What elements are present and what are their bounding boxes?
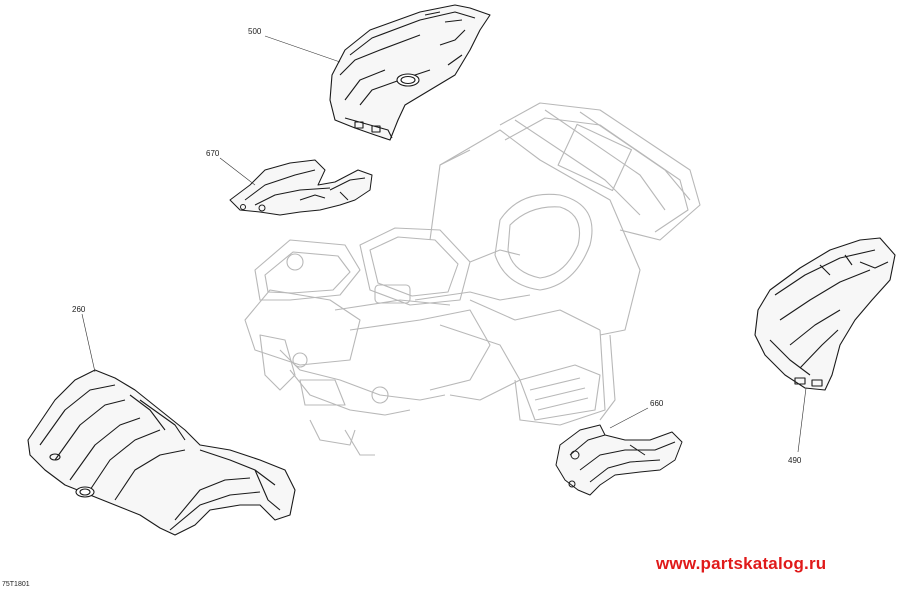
leader-500: [264, 35, 341, 63]
callout-670[interactable]: 670: [206, 149, 220, 158]
callout-490[interactable]: 490: [788, 456, 802, 465]
leader-260: [81, 313, 96, 373]
leader-670: [219, 157, 256, 186]
part-490-rear-right-fender[interactable]: [754, 237, 896, 391]
callout-260[interactable]: 260: [72, 305, 86, 314]
callout-500[interactable]: 500: [248, 27, 262, 36]
atv-frame-ghost: [244, 102, 701, 456]
part-260-front-fender[interactable]: [27, 369, 296, 536]
part-670-left-inner-panel[interactable]: [229, 159, 373, 216]
part-660-right-inner-panel[interactable]: [555, 424, 683, 496]
figure-code: 75T1801: [2, 581, 30, 588]
watermark-text: www.partskatalog.ru: [656, 554, 827, 573]
part-500-rear-left-fender[interactable]: [329, 4, 491, 141]
callout-660[interactable]: 660: [650, 399, 664, 408]
leader-660: [609, 407, 649, 429]
leader-490: [797, 387, 807, 453]
